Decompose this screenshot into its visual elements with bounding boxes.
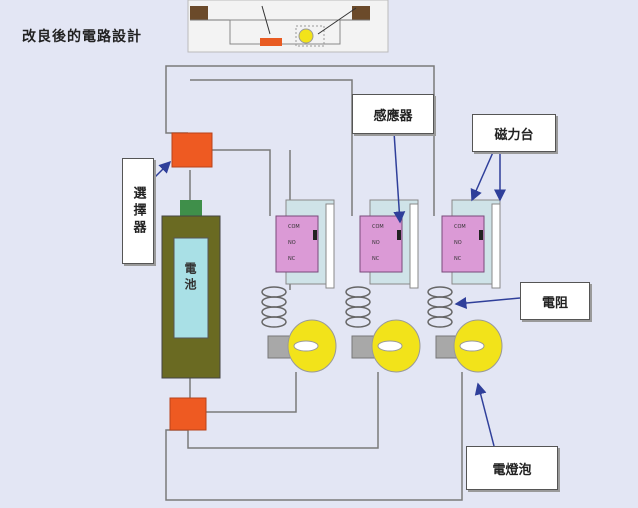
magnet-base-label: 磁力台 — [472, 114, 556, 152]
relay-module-3 — [441, 199, 501, 289]
relay3-no: NO — [454, 240, 462, 246]
relay2-nc: NC — [372, 256, 380, 262]
switch-label: 選擇器 — [122, 158, 154, 264]
resistor-coil-2 — [345, 286, 371, 328]
bulb-2 — [351, 319, 421, 373]
arrow-switch — [151, 160, 172, 181]
diagram-title: 改良後的電路設計 — [22, 29, 142, 45]
callout-arrows — [151, 131, 521, 447]
bulb-label: 電燈泡 — [466, 446, 558, 490]
bulb-1 — [267, 319, 337, 373]
resistor-coil-1 — [261, 286, 287, 328]
relay-labels: COM NO NC COM NO NC COM NO NC — [288, 224, 466, 262]
arrow-resistor — [454, 297, 521, 309]
arrow-bulb — [474, 382, 495, 447]
relay2-com: COM — [372, 224, 384, 230]
resistor-label: 電阻 — [520, 282, 590, 320]
sensor-label: 感應器 — [352, 94, 434, 134]
relay-module-1 — [275, 199, 335, 289]
bulb-3 — [435, 319, 503, 373]
arrow-sensor — [393, 131, 406, 224]
arrow-magnet-a — [470, 149, 495, 202]
battery — [161, 200, 221, 379]
switch-block-top — [171, 132, 213, 168]
relay3-nc: NC — [454, 256, 462, 262]
relay-module-2 — [359, 199, 419, 289]
relay2-no: NO — [372, 240, 380, 246]
relay1-com: COM — [288, 224, 300, 230]
thumbnail-preview — [187, 0, 389, 53]
relay1-no: NO — [288, 240, 296, 246]
resistor-coil-3 — [427, 286, 453, 328]
switch-block-bottom — [169, 397, 207, 431]
battery-label: 電池 — [183, 262, 197, 294]
relay1-nc: NC — [288, 256, 296, 262]
relay3-com: COM — [454, 224, 466, 230]
